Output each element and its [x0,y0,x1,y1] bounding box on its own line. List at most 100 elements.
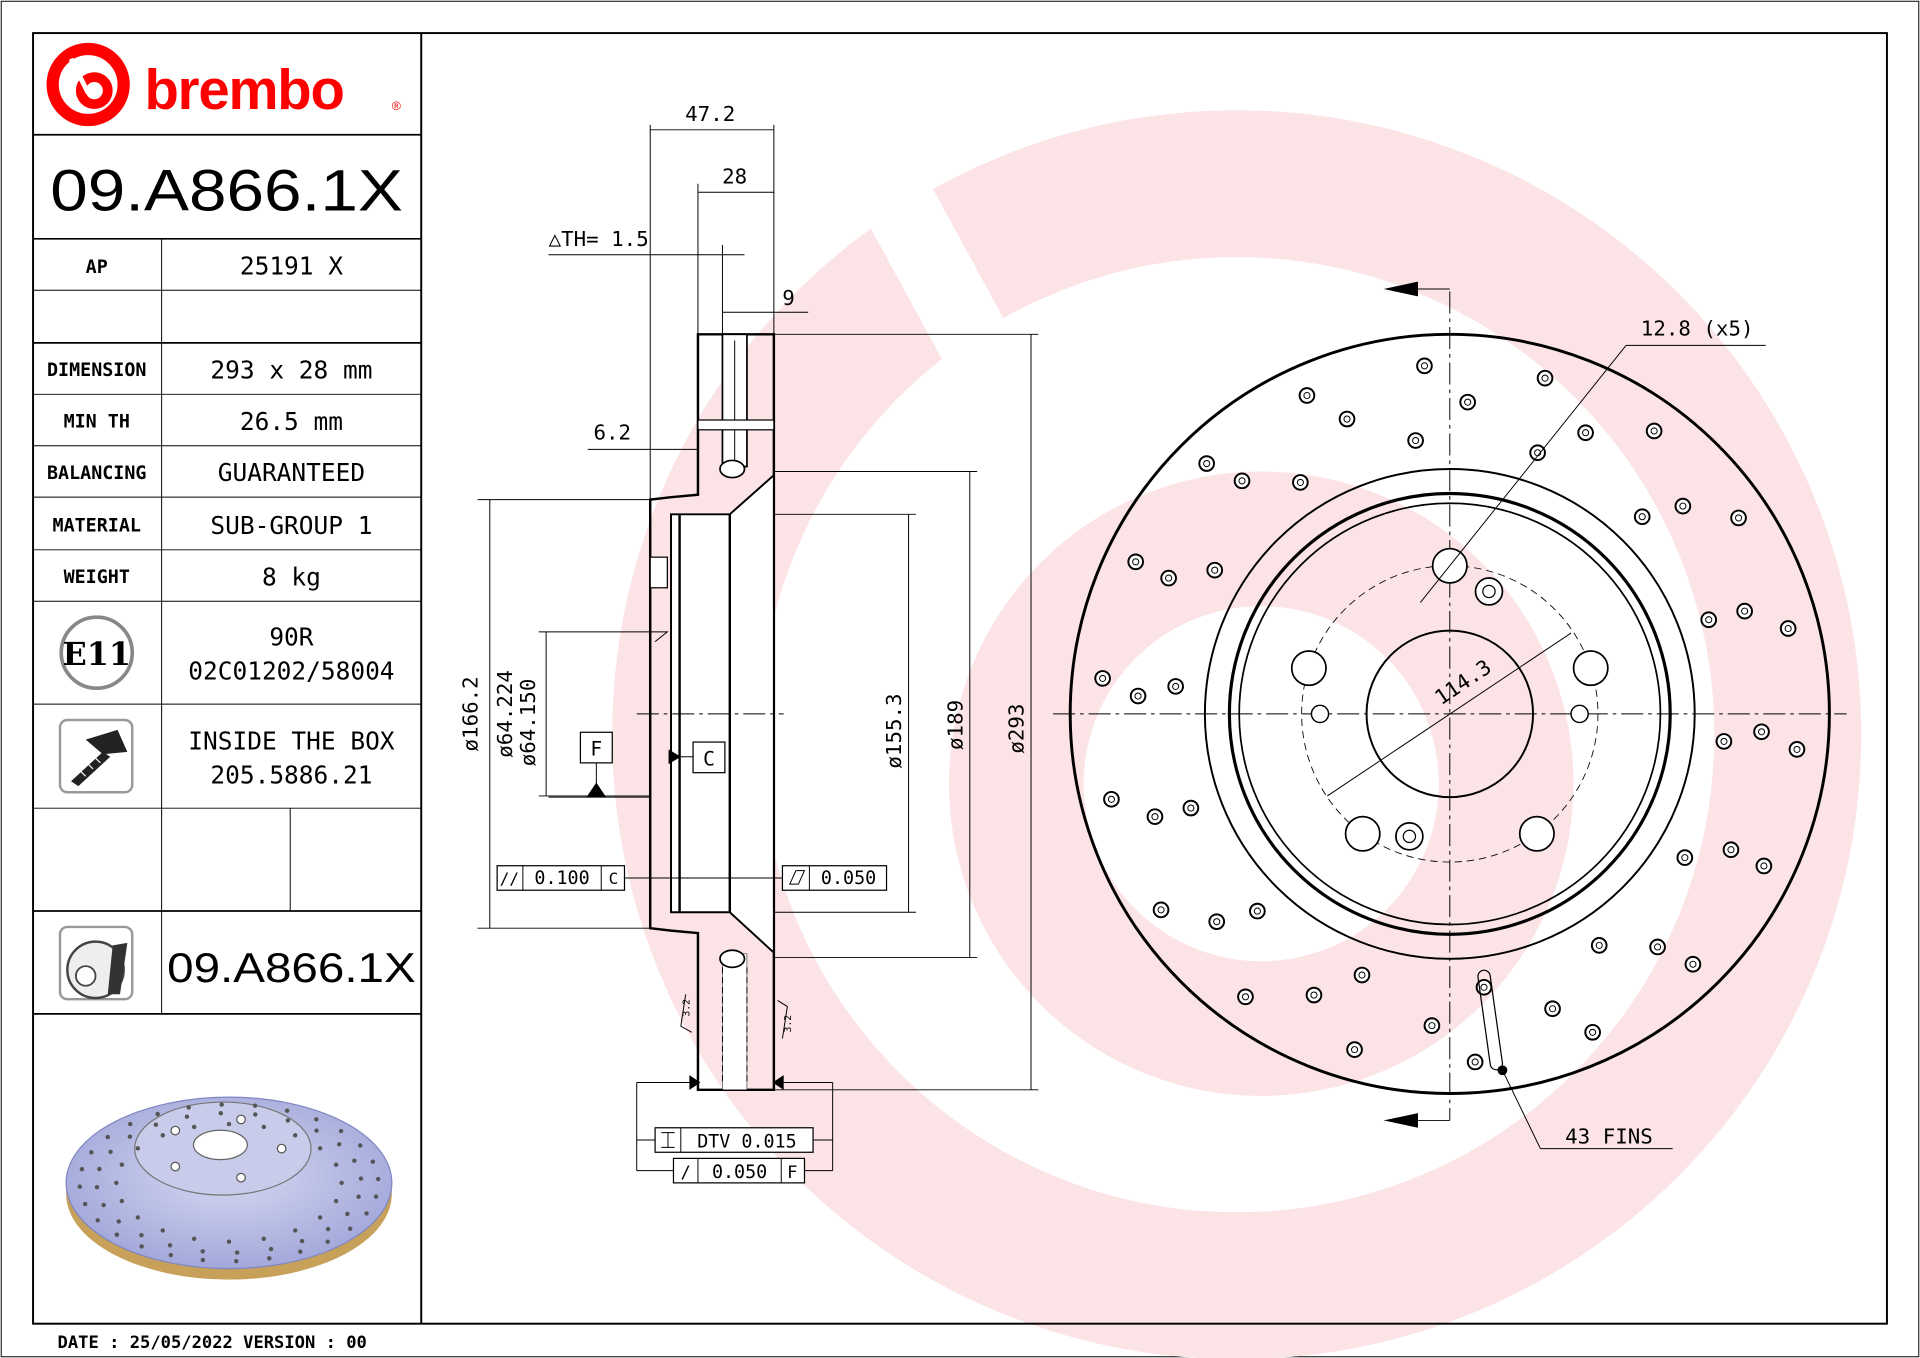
wheel-bolt-hole [1518,815,1555,852]
product-drilled-hole [337,1142,342,1147]
drilled-hole-chamfer [1541,374,1549,382]
product-bolt-hole [170,1125,181,1136]
drilled-hole [1127,553,1145,571]
product-drilled-hole [200,1249,205,1254]
drilled-hole [1160,569,1177,587]
product-drilled-hole [234,1258,239,1264]
product-drilled-hole [135,1215,141,1220]
product-drilled-hole [253,1112,258,1117]
drilled-hole [1103,790,1120,808]
product-drilled-hole [226,1239,232,1244]
wheel-bolt-hole [1572,650,1609,687]
drilled-hole [1730,509,1747,527]
drilled-hole [1346,1041,1363,1058]
drilled-hole [1633,508,1651,526]
drilled-hole [1676,849,1694,866]
drilled-hole [1755,857,1773,875]
product-drilled-hole [127,1134,133,1139]
product-drilled-hole [116,1219,121,1224]
product-drilled-hole [200,1257,206,1263]
drilled-hole [1305,986,1323,1004]
drilled-hole-chamfer [1681,854,1689,862]
datum-c: C [703,747,715,770]
product-drilled-hole [285,1118,291,1123]
product-drilled-hole [108,1149,113,1154]
drilled-hole [1129,687,1147,705]
parallelism-datum: C [609,869,619,888]
product-drilled-hole [168,1252,174,1258]
product-drilled-hole [160,1133,165,1138]
product-drilled-hole [333,1162,339,1167]
product-drilled-hole [226,1121,232,1127]
drilled-hole-chamfer [1420,362,1429,370]
product-drilled-hole [364,1211,369,1216]
spec-label-dimension: DIMENSION [47,360,146,381]
drilled-hole-chamfer [1253,907,1261,915]
product-drilled-hole [299,1238,305,1244]
product-drilled-hole [101,1202,106,1208]
product-drilled-hole [139,1244,144,1249]
drilled-hole-chamfer [1132,558,1140,566]
part-number-title: 09.A866.1X [50,159,403,224]
roughness-1: 3.2 [681,999,692,1017]
drilled-hole [1649,938,1666,956]
drilled-hole [1590,937,1608,954]
spec-value-balancing: GUARANTEED [218,458,365,487]
product-drilled-hole [292,1228,298,1233]
section-arrow-bottom [1383,1113,1418,1128]
spec-value-ap: 25191 X [240,251,343,280]
drilled-hole [1536,369,1554,387]
locating-screw-hole [1474,577,1504,606]
product-drilled-hole [218,1111,224,1116]
drilled-hole [1779,620,1797,637]
drilled-hole-chamfer [1187,804,1195,812]
product-drilled-hole [325,1239,330,1244]
product-drilled-hole [292,1133,298,1138]
product-drilled-hole [167,1243,173,1248]
drilled-hole-chamfer [1134,692,1142,700]
drilled-hole [1753,723,1770,741]
product-drilled-hole [89,1150,94,1155]
product-drilled-hole [135,1146,141,1151]
wheel-bolt-hole [1290,650,1327,687]
drilled-hole-chamfer [1351,1046,1359,1054]
drilled-hole-chamfer [1595,941,1603,949]
drilled-hole-chamfer [1238,477,1246,485]
dtv-icon [661,1132,675,1148]
product-drilled-hole [77,1184,82,1189]
drilled-hole [1146,808,1164,825]
dia-155-3: ø155.3 [882,693,906,768]
product-drilled-hole [105,1134,110,1140]
svg-text:®: ® [392,99,401,113]
product-drilled-hole [347,1226,353,1231]
product-drilled-hole [314,1128,319,1133]
product-drilled-hole [268,1246,274,1252]
product-drilled-hole [153,1122,159,1127]
parallelism-value: 0.100 [534,868,589,889]
product-drilled-hole [345,1211,350,1217]
dia-293: ø293 [1005,704,1029,754]
brembo-logo: brembo ® [46,42,401,127]
dia-64-150: ø64.150 [516,679,540,767]
drilled-hole [1722,841,1740,859]
roughness-2: 3.2 [783,1015,794,1033]
runout-datum: F [787,1163,797,1183]
locating-screw-hole-inner [1402,829,1417,844]
product-bolt-hole [236,1114,246,1125]
drilled-hole [1674,497,1692,515]
product-drilled-hole [186,1105,191,1110]
pin-hole [1310,704,1330,724]
drilled-hole [1700,611,1718,629]
drilled-hole-chamfer [1412,436,1420,445]
drawing-frame [32,32,1888,1325]
spec-label-material: MATERIAL [53,515,141,536]
footer-date-version: DATE : 25/05/2022 VERSION : 00 [58,1333,367,1353]
drilled-hole-chamfer [1203,460,1211,468]
product-drilled-hole [356,1194,361,1199]
drilled-hole-chamfer [1638,513,1646,521]
product-drilled-hole [139,1232,144,1238]
product-bolt-hole [276,1143,287,1154]
drilled-hole-chamfer [1679,502,1687,510]
product-drilled-hole [358,1176,364,1181]
